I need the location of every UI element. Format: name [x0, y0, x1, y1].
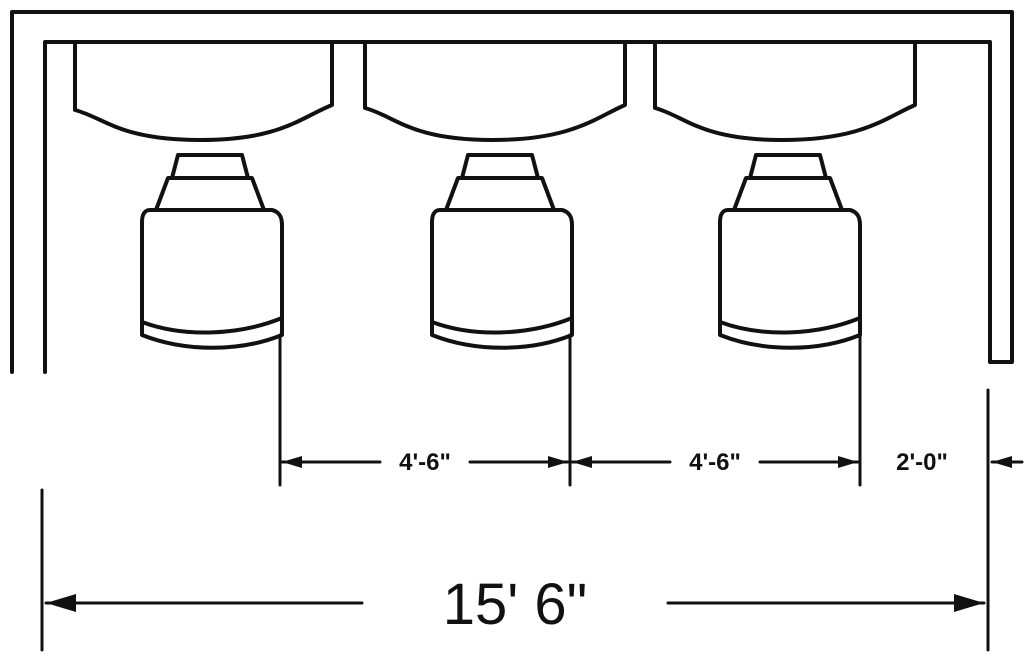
extension-lines — [40, 328, 990, 652]
dimension-label-spacing-1: 4'-6" — [399, 449, 451, 476]
chair-3 — [718, 153, 862, 350]
dimension-label-end-clearance: 2'-0" — [896, 449, 948, 476]
dimension-spacing-1: 4'-6" — [280, 449, 570, 476]
dimension-label-spacing-2: 4'-6" — [689, 449, 741, 476]
counter-outline — [10, 10, 1014, 374]
dimension-end-clearance: 2'-0" — [896, 449, 1024, 476]
dimension-overall-width: 15' 6" — [44, 572, 986, 637]
counter-section-3 — [653, 43, 917, 142]
counter-section-2 — [363, 43, 627, 142]
chair-2 — [430, 153, 574, 350]
counter-sections — [73, 43, 917, 142]
chair-1 — [140, 153, 284, 350]
dimension-spacing-2: 4'-6" — [570, 449, 860, 476]
dimension-label-overall-width: 15' 6" — [443, 572, 588, 637]
counter-section-1 — [73, 43, 334, 142]
